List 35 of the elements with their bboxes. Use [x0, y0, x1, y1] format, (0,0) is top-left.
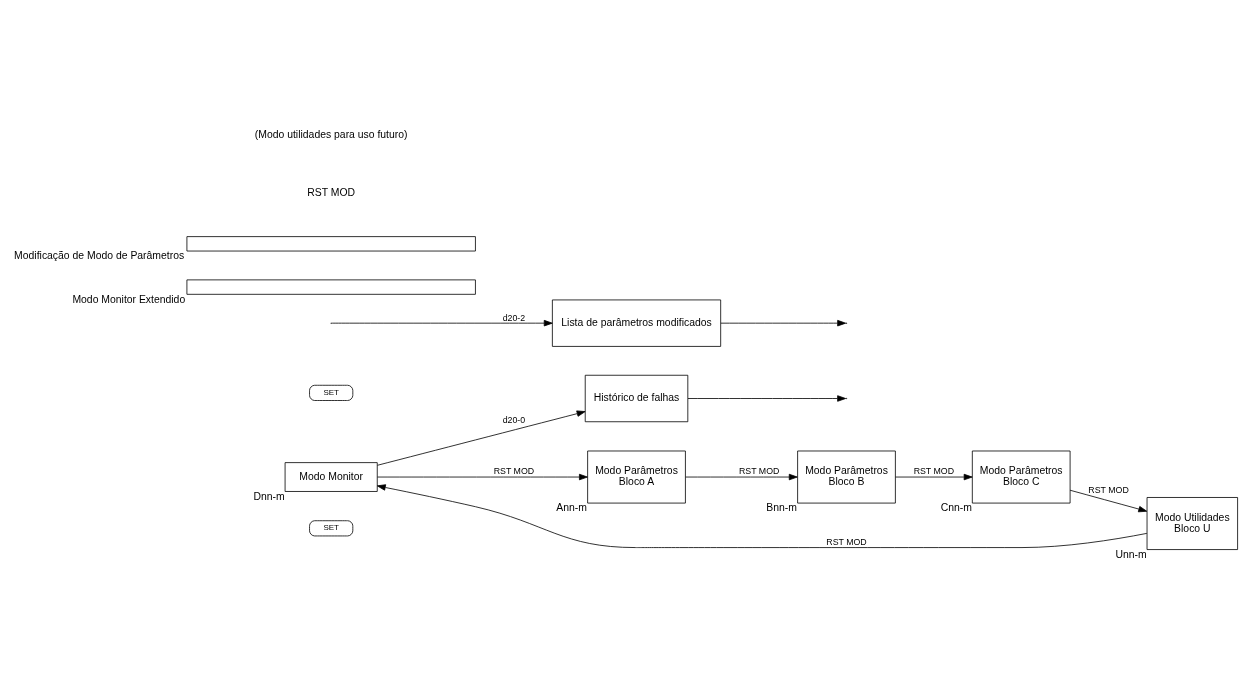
node-label: Unn-m	[1115, 548, 1147, 560]
node-box: Lista de parâmetros modificados	[551, 299, 722, 347]
edge-label: RST MOD	[913, 466, 955, 477]
arrow	[331, 319, 553, 327]
arrow	[377, 410, 586, 466]
arrow	[377, 473, 588, 481]
node-box: Histórico de falhas	[584, 374, 689, 423]
node-box: Modo Utilidades Bloco U	[1146, 497, 1238, 550]
node-bar	[186, 279, 476, 295]
label: RST MOD	[307, 187, 356, 199]
node-label: Bnn-m	[766, 502, 797, 514]
node-bar	[186, 236, 476, 252]
edge-label: d20-0	[502, 415, 526, 426]
node-label: Modo Monitor Extendido	[72, 293, 186, 305]
node-label: Modificação de Modo de Parâmetros	[14, 250, 185, 262]
arrow	[895, 473, 973, 481]
edge-label: RST MOD	[1088, 484, 1129, 495]
arrow	[376, 484, 1148, 548]
arrow	[685, 473, 798, 481]
node-label: Ann-m	[556, 502, 587, 514]
node-box: SET	[309, 384, 354, 401]
edge-label: d20-2	[502, 312, 526, 323]
node-box: SET	[309, 520, 354, 537]
label: (Modo utilidades para uso futuro)	[254, 129, 408, 141]
edge-label: RST MOD	[826, 537, 867, 548]
arrow	[1069, 489, 1148, 513]
edge-label: RST MOD	[493, 466, 535, 477]
node-box: Modo Monitor	[284, 462, 378, 492]
node-box: Modo Parâmetros Bloco A	[587, 450, 686, 504]
edge-label: RST MOD	[738, 466, 780, 477]
node-label: Cnn-m	[940, 502, 972, 514]
node-label: Dnn-m	[253, 490, 285, 502]
node-box: Modo Parâmetros Bloco B	[797, 450, 896, 504]
arrow	[720, 319, 847, 327]
node-box: Modo Parâmetros Bloco C	[971, 450, 1071, 504]
